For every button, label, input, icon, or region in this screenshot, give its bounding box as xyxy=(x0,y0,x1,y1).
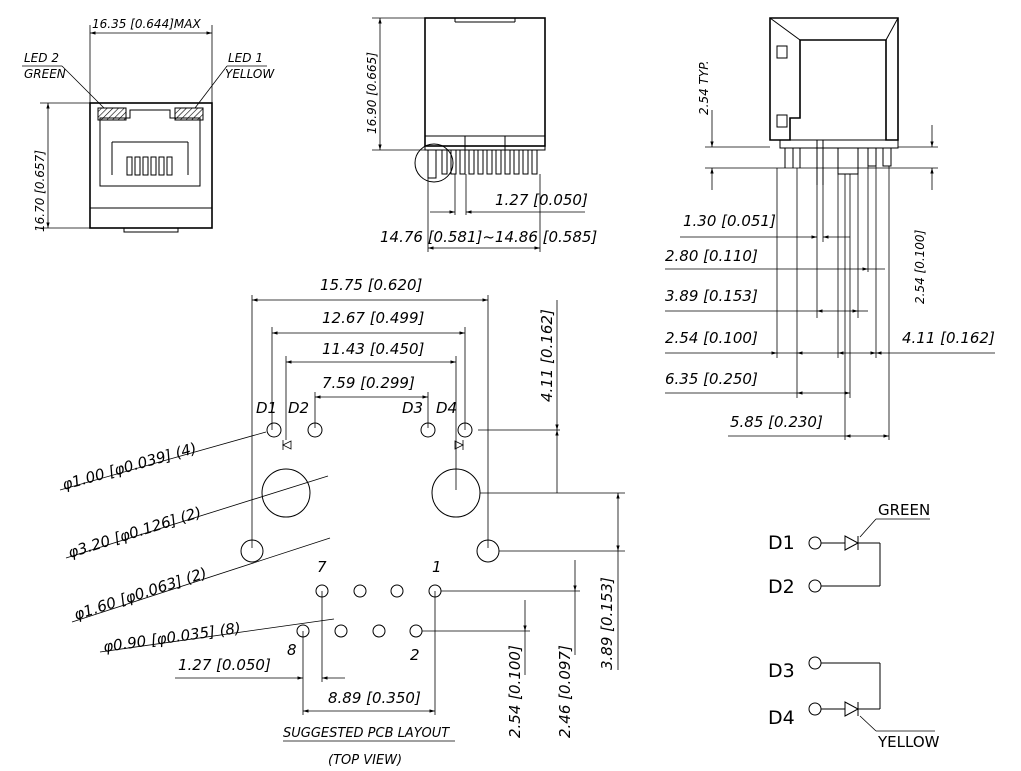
hole-160-label: φ1.60 [φ0.063] (2) xyxy=(72,564,209,624)
side-height-dim: 16.90 [0.665] xyxy=(365,52,379,134)
side-body-outline xyxy=(424,17,546,147)
right-254-dim: 2.54 [0.100] xyxy=(665,329,758,347)
led-hole-d3 xyxy=(420,422,436,438)
right-body-outline xyxy=(769,17,899,141)
right-635-dim: 6.35 [0.250] xyxy=(665,370,758,388)
led2-color: GREEN xyxy=(24,67,66,81)
sch-d2: D2 xyxy=(768,576,795,598)
pcb-254-dim: 2.54 [0.100] xyxy=(506,645,524,738)
right-280-dim: 2.80 [0.110] xyxy=(665,247,758,265)
hole-320-label: φ3.20 [φ0.126] (2) xyxy=(66,503,204,562)
pcb-389-dim: 3.89 [0.153] xyxy=(598,577,616,670)
pcb-889-dim: 8.89 [0.350] xyxy=(328,689,421,707)
side-view: 16.90 [0.665] 1.27 [0.050] 14.76 [0.581]… xyxy=(365,17,597,252)
right-typ-dim: 2.54 TYP. xyxy=(697,60,711,115)
diode-marks-pcb xyxy=(282,429,560,450)
led-hole-d4 xyxy=(457,422,473,438)
right-254v-dim: 2.54 [0.100] xyxy=(913,229,927,304)
hole-100-label: φ1.00 [φ0.039] (4) xyxy=(60,439,198,494)
pcb-caption: SUGGESTED PCB LAYOUT xyxy=(283,726,450,741)
sch-d4: D4 xyxy=(768,707,795,729)
pcb-759-dim: 7.59 [0.299] xyxy=(322,374,415,392)
pcb-1267-dim: 12.67 [0.499] xyxy=(322,309,425,327)
mount-hole-left xyxy=(261,468,311,518)
right-585-dim: 5.85 [0.230] xyxy=(730,413,823,431)
pcb-led-d2: D2 xyxy=(288,399,309,417)
shield-hole-left xyxy=(240,539,264,563)
sch-yellow: YELLOW xyxy=(877,733,940,751)
signal-pins xyxy=(296,584,442,638)
led1-label: LED 1 xyxy=(228,51,263,65)
pin2-label: 2 xyxy=(410,646,420,664)
front-height-dim: 16.70 [0.657] xyxy=(33,150,47,232)
front-view: 16.35 [0.644]MAX 16.70 [0.657] LED 2 GRE… xyxy=(22,17,275,233)
pcb-subcaption: (TOP VIEW) xyxy=(328,753,402,768)
pcb-led-d3: D3 xyxy=(402,399,423,417)
right-389-dim: 3.89 [0.153] xyxy=(665,287,758,305)
led1-color: YELLOW xyxy=(225,67,275,81)
right-411-dim: 4.11 [0.162] xyxy=(902,329,995,347)
led-hole-d1 xyxy=(266,422,282,438)
pin7-label: 7 xyxy=(317,558,327,576)
sch-d1: D1 xyxy=(768,532,795,554)
pin8-label: 8 xyxy=(287,641,297,659)
pin1-label: 1 xyxy=(432,558,442,576)
pcb-1143-dim: 11.43 [0.450] xyxy=(322,340,425,358)
led2-label: LED 2 xyxy=(24,51,59,65)
pcb-led-d1: D1 xyxy=(256,399,277,417)
sch-green: GREEN xyxy=(878,501,930,519)
sch-d3: D3 xyxy=(768,660,795,682)
led1-window xyxy=(174,107,204,121)
led-schematic: D1 D2 D3 D4 GREEN YELLOW xyxy=(768,501,940,751)
front-width-dim: 16.35 [0.644]MAX xyxy=(92,17,201,31)
led2-window xyxy=(97,107,127,121)
led-hole-d2 xyxy=(307,422,323,438)
detail-circle xyxy=(414,143,454,183)
pcb-led-d4: D4 xyxy=(436,399,457,417)
hole-090-label: φ0.90 [φ0.035] (8) xyxy=(102,619,242,656)
pcb-246-dim: 2.46 [0.097] xyxy=(556,645,574,738)
side-width-dim: 14.76 [0.581]~14.86 [0.585] xyxy=(380,228,597,246)
front-contacts xyxy=(111,141,189,176)
side-pins xyxy=(441,149,538,175)
pcb-127-dim: 1.27 [0.050] xyxy=(178,656,271,674)
pcb-411-dim: 4.11 [0.162] xyxy=(538,309,556,402)
pcb-layout: 15.75 [0.620] 12.67 [0.499] 11.43 [0.450… xyxy=(59,276,625,768)
right-view: 2.54 TYP. 2.54 [0.100] 1.30 [0.051] 2.80… xyxy=(665,17,995,440)
green-diode-symbol xyxy=(844,535,860,551)
pcb-1575-dim: 15.75 [0.620] xyxy=(320,276,423,294)
rj45-opening xyxy=(99,109,201,187)
yellow-diode-symbol xyxy=(844,701,860,717)
right-130-dim: 1.30 [0.051] xyxy=(683,212,776,230)
side-pitch-dim: 1.27 [0.050] xyxy=(495,191,588,209)
